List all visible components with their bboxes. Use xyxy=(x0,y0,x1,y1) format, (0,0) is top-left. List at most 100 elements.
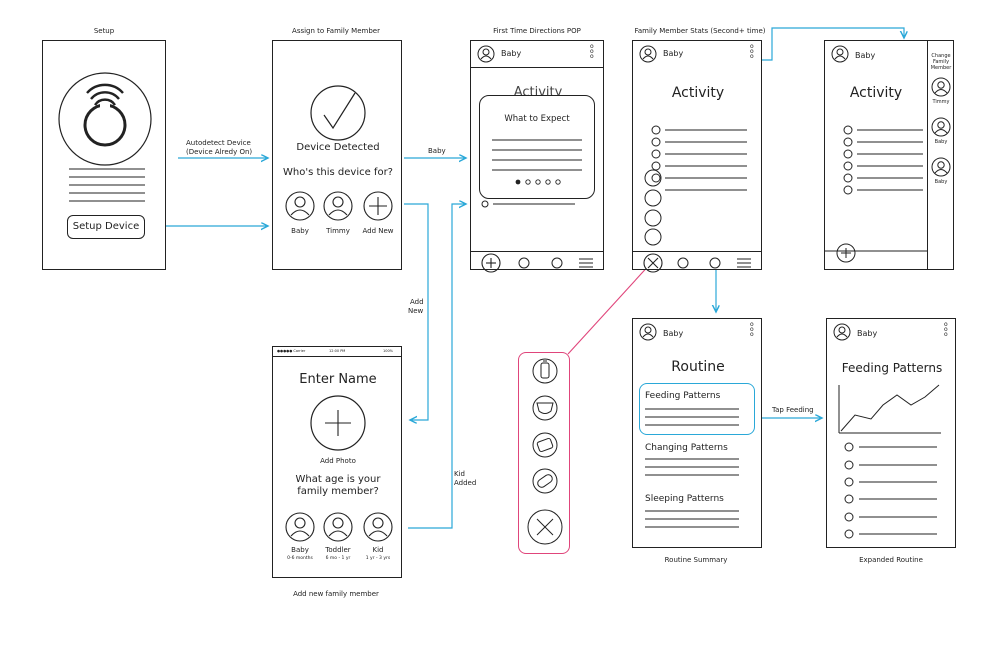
caption-stats: Family Member Stats (Second+ time) xyxy=(634,27,766,35)
family-member-side-panel: Change Family Member Timmy Baby xyxy=(927,41,954,269)
side-activity-list xyxy=(825,125,927,263)
tap-feeding-label: Tap Feeding xyxy=(772,406,814,414)
avatar-icon xyxy=(833,323,851,341)
header-name: Baby xyxy=(857,329,878,338)
popup-title: What to Expect xyxy=(504,114,570,124)
member-option-timmy[interactable]: Timmy xyxy=(323,191,353,236)
age-option-toddler[interactable]: Toddler 6 mo - 1 yr xyxy=(323,512,353,566)
autodetect-sublabel: (Device Alredy On) xyxy=(186,148,253,156)
avatar-icon xyxy=(323,512,353,542)
avatar-icon xyxy=(931,157,951,177)
age-option-range: 0-6 months xyxy=(287,556,313,561)
tabbar-icons[interactable] xyxy=(633,252,761,273)
avatar-icon xyxy=(639,45,657,63)
age-option-range: 6 mo - 1 yr xyxy=(325,556,351,561)
side-member-baby[interactable]: Baby xyxy=(931,117,951,147)
enter-name-title: Enter Name xyxy=(299,372,377,387)
side-member-label: Timmy xyxy=(932,99,950,105)
caption-expanded-routine: Expanded Routine xyxy=(859,556,923,564)
feeding-bottle-icon[interactable] xyxy=(533,359,557,383)
member-option-add-new[interactable]: Add New xyxy=(362,191,394,236)
stats-side-screen: Baby Activity Change Family Member xyxy=(824,40,954,270)
expanded-title: Feeding Patterns xyxy=(841,361,943,375)
age-option-range: 1 yr - 3 yrs xyxy=(365,556,391,561)
age-option-baby[interactable]: Baby 0-6 months xyxy=(285,512,315,566)
age-option-kid[interactable]: Kid 1 yr - 3 yrs xyxy=(363,512,393,566)
sleep-icon[interactable] xyxy=(533,433,557,457)
side-member-label: Baby xyxy=(934,179,948,185)
autodetect-label: Autodetect Device xyxy=(186,139,251,147)
side-panel-title-line: Family xyxy=(932,59,950,65)
popup-card[interactable]: What to Expect xyxy=(479,95,595,199)
header-name: Baby xyxy=(501,49,522,58)
age-option-label: Kid xyxy=(372,546,384,554)
member-option-label: Timmy xyxy=(326,227,350,235)
member-option-label: Baby xyxy=(291,227,309,235)
plus-icon xyxy=(310,395,366,451)
device-detected-text: Device Detected xyxy=(296,142,380,153)
caption-assign: Assign to Family Member xyxy=(292,27,380,35)
quick-action-icons xyxy=(527,358,563,545)
arrow-kid-added xyxy=(408,204,466,529)
age-option-label: Toddler xyxy=(325,546,351,554)
stats-title: Activity xyxy=(849,85,903,101)
bandage-icon[interactable] xyxy=(533,469,557,493)
side-member-baby-2[interactable]: Baby xyxy=(931,157,951,187)
routine-lines xyxy=(645,408,739,528)
member-option-label: Add New xyxy=(362,227,394,235)
caption-add-new-member: Add new family member xyxy=(293,590,379,598)
age-question: What age is your xyxy=(295,474,381,485)
avatar-icon xyxy=(639,323,657,341)
plus-icon xyxy=(363,191,393,221)
popup-body-lines xyxy=(492,139,582,185)
header-name: Baby xyxy=(663,329,684,338)
caption-setup: Setup xyxy=(93,27,115,35)
avatar-icon xyxy=(931,117,951,137)
assign-screen: Device Detected Who's this device for? B… xyxy=(272,40,402,270)
enter-name-screen: ●●●●● Carrier 12:00 PM 100% Enter Name A… xyxy=(272,346,402,578)
stats-activity-list xyxy=(644,125,747,246)
add-photo-button[interactable] xyxy=(310,395,366,451)
status-carrier: ●●●●● Carrier xyxy=(277,349,306,353)
routine-section-changing: Changing Patterns xyxy=(645,443,728,453)
avatar-icon xyxy=(831,45,849,63)
stats-title: Activity xyxy=(671,85,725,101)
diaper-icon[interactable] xyxy=(533,396,557,420)
setup-device-illustration xyxy=(58,72,152,202)
caption-routine-summary: Routine Summary xyxy=(664,556,728,564)
caption-first-time: First Time Directions POP xyxy=(493,27,581,35)
routine-section-feeding: Feeding Patterns xyxy=(645,391,721,401)
side-panel-title: Change Family Member xyxy=(928,53,954,71)
kid-added-flow-label: Kid xyxy=(454,470,465,478)
setup-device-button[interactable]: Setup Device xyxy=(67,215,145,239)
feeding-patterns-card[interactable] xyxy=(639,383,755,435)
avatar-icon xyxy=(931,77,951,97)
close-icon[interactable] xyxy=(528,510,562,544)
status-time: 12:00 PM xyxy=(329,349,346,353)
popup-background-row xyxy=(481,200,575,208)
avatar-icon xyxy=(477,45,495,63)
menu-connector xyxy=(567,261,653,355)
side-member-label: Baby xyxy=(934,139,948,145)
tabbar-icons[interactable] xyxy=(471,252,603,273)
side-member-timmy[interactable]: Timmy xyxy=(931,77,951,107)
member-option-baby[interactable]: Baby xyxy=(285,191,315,236)
status-battery: 100% xyxy=(383,349,394,353)
stats-screen-tabbar xyxy=(633,251,761,273)
add-new-flow-label-2: New xyxy=(408,307,424,315)
add-new-flow-label: Add xyxy=(410,298,424,306)
avatar-icon xyxy=(323,191,353,221)
avatar-icon xyxy=(363,512,393,542)
header-name: Baby xyxy=(855,51,876,60)
setup-screen: Setup Device xyxy=(42,40,166,270)
baby-flow-label: Baby xyxy=(428,147,446,155)
feeding-trend-chart xyxy=(838,384,941,539)
